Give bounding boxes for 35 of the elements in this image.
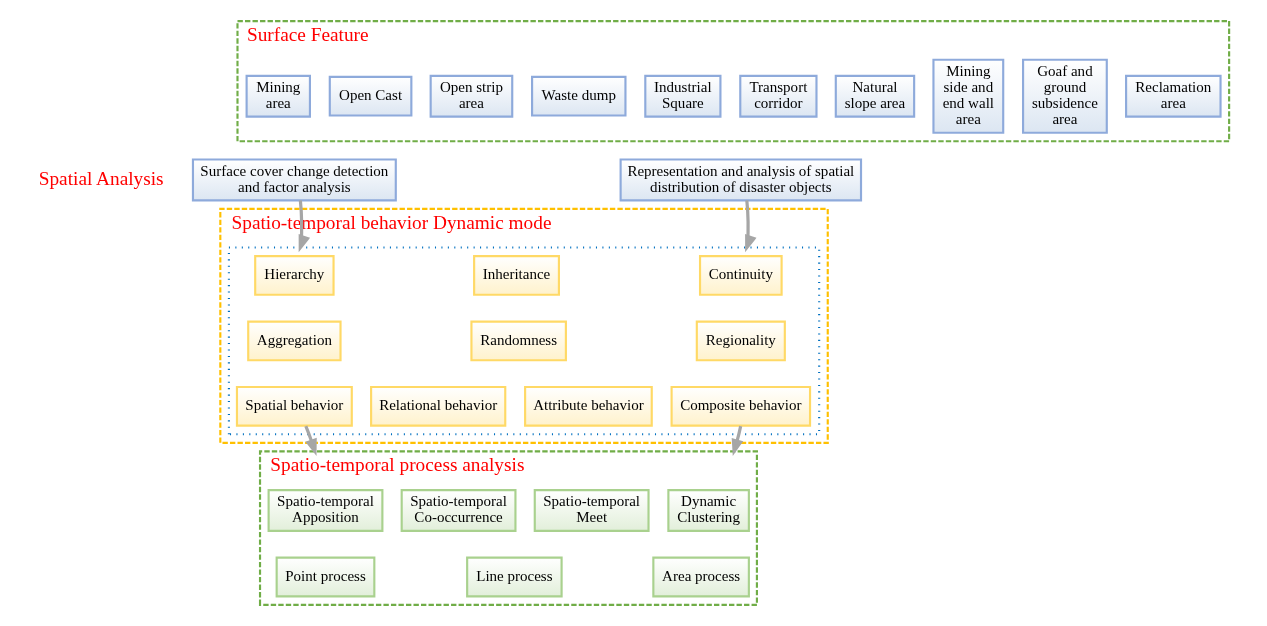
node-box: Waste dump	[531, 75, 627, 117]
node-box: Industrial Square	[644, 74, 722, 118]
node-box: Dynamic Clustering	[667, 489, 750, 532]
node-box: Open Cast	[328, 75, 413, 117]
node-box: Randomness	[470, 320, 567, 362]
node-box: Attribute behavior	[524, 385, 653, 427]
node-box: Open strip area	[429, 74, 514, 118]
node-box: Reclamation area	[1125, 74, 1222, 118]
node-box: Inheritance	[473, 255, 560, 296]
node-box: Spatio-temporal Co-occurrence	[400, 489, 517, 532]
node-box: Transport corridor	[739, 74, 818, 118]
arrow	[298, 200, 311, 253]
node-box: Composite behavior	[670, 385, 812, 427]
arrow	[304, 425, 317, 457]
node-box: Mining side and end wall area	[932, 58, 1005, 134]
node-box: Surface cover change detection and factor analysis	[191, 158, 397, 202]
node-box: Relational behavior	[370, 385, 507, 427]
node-box: Natural slope area	[834, 74, 916, 118]
node-box: Spatial behavior	[235, 385, 353, 427]
node-box: Regionality	[695, 320, 786, 362]
cluster	[227, 246, 821, 436]
arrow	[731, 425, 744, 457]
node-box: Spatio-temporal Meet	[533, 489, 650, 532]
node-box: Area process	[652, 556, 750, 598]
node-box: Aggregation	[247, 320, 342, 362]
node-box: Continuity	[698, 255, 783, 296]
node-box: Goaf and ground subsidence area	[1022, 58, 1108, 134]
node-box: Representation and analysis of spatial distribution of disaster objects	[619, 158, 863, 202]
arrow	[745, 200, 757, 253]
node-box: Point process	[275, 556, 376, 598]
node-box: Mining area	[245, 74, 311, 118]
node-box: Spatio-temporal Apposition	[267, 489, 384, 532]
node-box: Hierarchy	[254, 255, 335, 296]
node-box: Line process	[466, 556, 563, 598]
label: Spatial Analysis	[38, 167, 164, 189]
